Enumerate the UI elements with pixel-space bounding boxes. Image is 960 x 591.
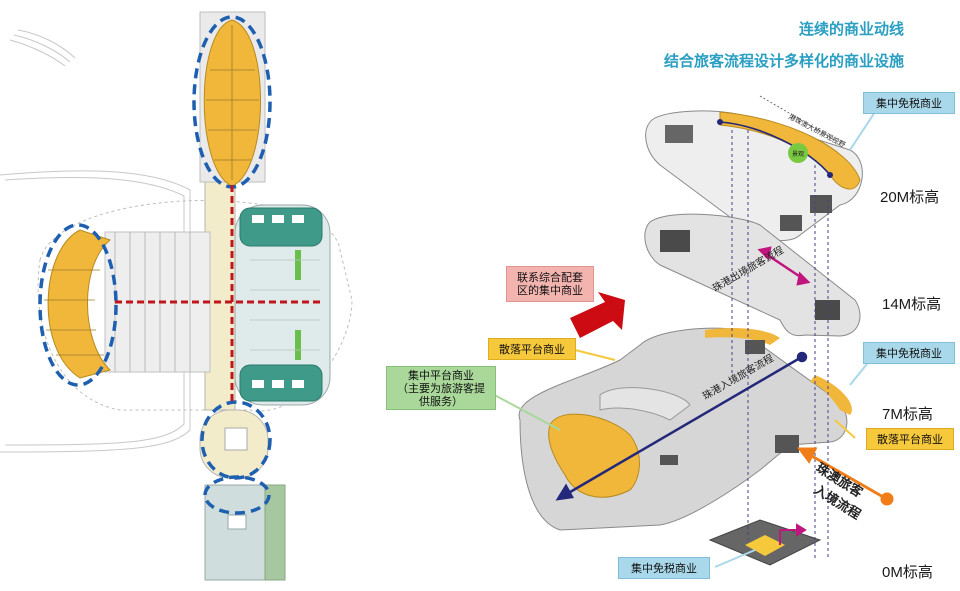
callout-scatter-left: 散落平台商业 — [488, 338, 576, 360]
callout-linked-retail: 联系综合配套 区的集中商业 — [506, 266, 594, 302]
title-line-1: 连续的商业动线 — [798, 20, 904, 38]
slab-20m-retail — [719, 111, 861, 190]
slab-7m-platform-retail — [548, 413, 640, 498]
callout-platform-retail: 集中平台商业 （主要为旅游客提 供服务） — [386, 366, 496, 410]
level-label-7m: 7M标高 — [882, 406, 933, 423]
flow-macau — [797, 447, 894, 506]
flow-departure — [757, 246, 811, 286]
flow-0m — [779, 523, 807, 545]
outer-site-ring — [37, 199, 353, 412]
callout-platform-line-2: （主要为旅游客提 — [397, 381, 485, 395]
callout-scatter-right: 散落平台商业 — [866, 428, 954, 450]
callout-platform-line-1: 集中平台商业 — [408, 368, 474, 382]
callout-linked-line-2: 区的集中商业 — [517, 284, 583, 297]
callout-duty-free-top: 集中免税商业 — [863, 92, 955, 114]
east-hall — [234, 204, 331, 406]
callout-linked-line-1: 联系综合配套 — [517, 271, 583, 284]
west-pod-outline — [38, 223, 118, 387]
slab-0m-retail — [745, 535, 785, 556]
west-pod-retail — [47, 229, 112, 379]
slab-7m-east-retail — [810, 375, 852, 415]
road-lines — [0, 29, 191, 453]
slab-14m — [644, 213, 861, 337]
callout-duty-free-mid: 集中免税商业 — [863, 342, 955, 364]
axonometric-diagram: 景观 港珠澳大桥景观视野 珠港出境旅客流程 珠港入境旅客流程 珠澳旅客 入境流程 — [484, 95, 894, 568]
callout-platform-line-3: 供服务） — [419, 394, 463, 408]
big-red-arrow — [570, 292, 625, 338]
route-20m — [719, 121, 831, 176]
title-line-2: 结合旅客流程设计多样化的商业设施 — [663, 52, 904, 70]
south-building — [204, 484, 271, 581]
east-hall-upper-retail — [239, 207, 323, 247]
level-label-14m: 14M标高 — [882, 296, 942, 313]
level-label-0m: 0M标高 — [882, 564, 933, 581]
red-connector-lines — [115, 185, 320, 405]
flow-arrival — [555, 351, 808, 501]
callout-duty-free-bottom: 集中免税商业 — [618, 557, 710, 579]
landscape-label: 景观 — [792, 151, 804, 158]
site-plan — [0, 11, 353, 581]
landscape-marker — [788, 143, 808, 163]
south-building-outline — [203, 475, 271, 515]
level-label-20m: 20M标高 — [880, 189, 940, 206]
